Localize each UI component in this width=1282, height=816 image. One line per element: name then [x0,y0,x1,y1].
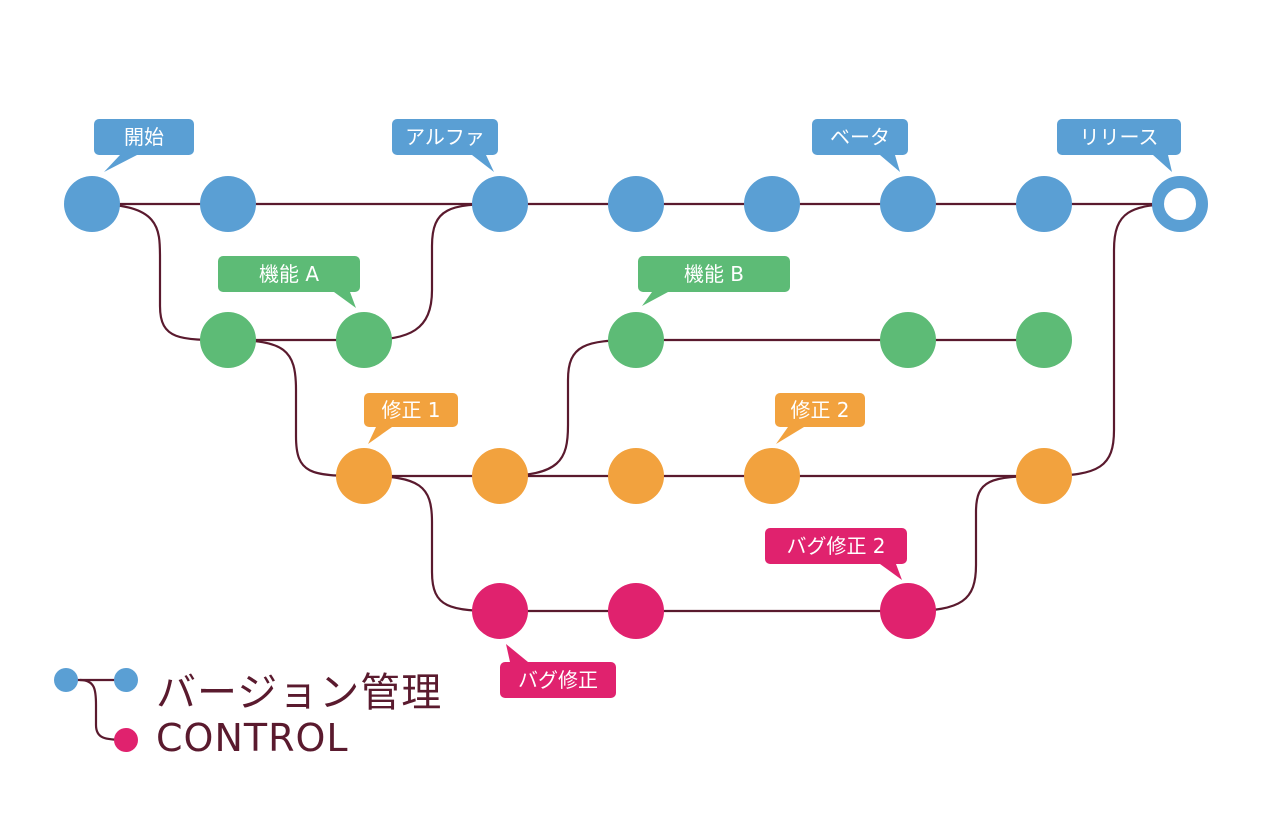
bugfix-commit-node [880,583,936,639]
tag-callout-bubble [392,119,498,155]
main-commit-node [200,176,256,232]
tag-label: リリース [1080,125,1159,149]
commit-nodes [64,176,1208,639]
tag-callout-bubble [500,662,616,698]
legend-icon [54,668,138,752]
fix-commit-node [744,448,800,504]
bugfix-commit-node [472,583,528,639]
legend-pink-node [114,728,138,752]
tag-callout: 開始 [94,119,194,172]
tag-label: 機能 A [259,262,319,286]
legend-blue-node [54,668,78,692]
fix-commit-node [472,448,528,504]
main-commit-node [880,176,936,232]
tag-callout-tail [642,292,668,306]
branch-line [91,202,229,342]
release-commit-node [1152,176,1208,232]
tag-label: 開始 [124,125,164,149]
tag-callout: 修正 1 [364,393,458,444]
main-commit-node [608,176,664,232]
feature-commit-node [880,312,936,368]
tag-callout-bubble [812,119,908,155]
feature-commit-node [200,312,256,368]
tag-callout-tail [506,644,528,662]
tag-callout: バグ修正 2 [765,528,907,580]
tag-callout-tail [472,155,494,172]
tag-callout-tail [880,155,900,172]
tag-callout: バグ修正 [500,644,616,698]
legend-line [79,678,127,742]
feature-commit-node [336,312,392,368]
tag-callout-bubble [765,528,907,564]
tag-callout: 機能 A [218,256,360,308]
fix-commit-node [608,448,664,504]
tag-callout-tail [104,155,137,172]
tag-callout: 機能 B [638,256,790,306]
fix-commit-node [336,448,392,504]
main-commit-node [472,176,528,232]
branch-line [227,338,365,478]
tag-label: バグ修正 2 [786,534,885,558]
tag-callout-tail [1153,155,1172,172]
branch-line [907,474,1045,613]
branch-line [499,338,637,478]
feature-commit-node [1016,312,1072,368]
tag-label: バグ修正 [518,668,598,692]
bugfix-commit-node [608,583,664,639]
tag-label: 修正 2 [790,398,849,422]
tag-label: ベータ [830,125,890,149]
tag-callout-tail [334,292,356,308]
tag-callout-bubble [638,256,790,292]
main-commit-node [744,176,800,232]
tag-callout-tail [880,564,902,580]
branch-line [363,202,501,342]
tag-label: 機能 B [684,262,744,286]
legend-title: バージョン管理 [156,670,443,716]
tag-label: アルファ [405,125,485,149]
tag-callout: リリース [1057,119,1181,172]
legend-blue-node [114,668,138,692]
branch-line [1043,202,1181,478]
tag-callout: アルファ [392,119,498,172]
main-commit-node [1016,176,1072,232]
tag-callout-bubble [775,393,865,427]
feature-commit-node [608,312,664,368]
tag-callout-bubble [1057,119,1181,155]
fix-commit-node [1016,448,1072,504]
tag-callout-tail [776,427,804,444]
branch-line [363,474,501,613]
tag-callout-bubble [218,256,360,292]
tag-callout: ベータ [812,119,908,172]
tag-callout-bubble [94,119,194,155]
legend-subtitle: CONTROL [156,716,349,760]
tag-callout-tail [368,427,392,444]
main-commit-node [64,176,120,232]
tag-label: 修正 1 [381,398,440,422]
tag-callout-bubble [364,393,458,427]
tag-callout: 修正 2 [775,393,865,444]
